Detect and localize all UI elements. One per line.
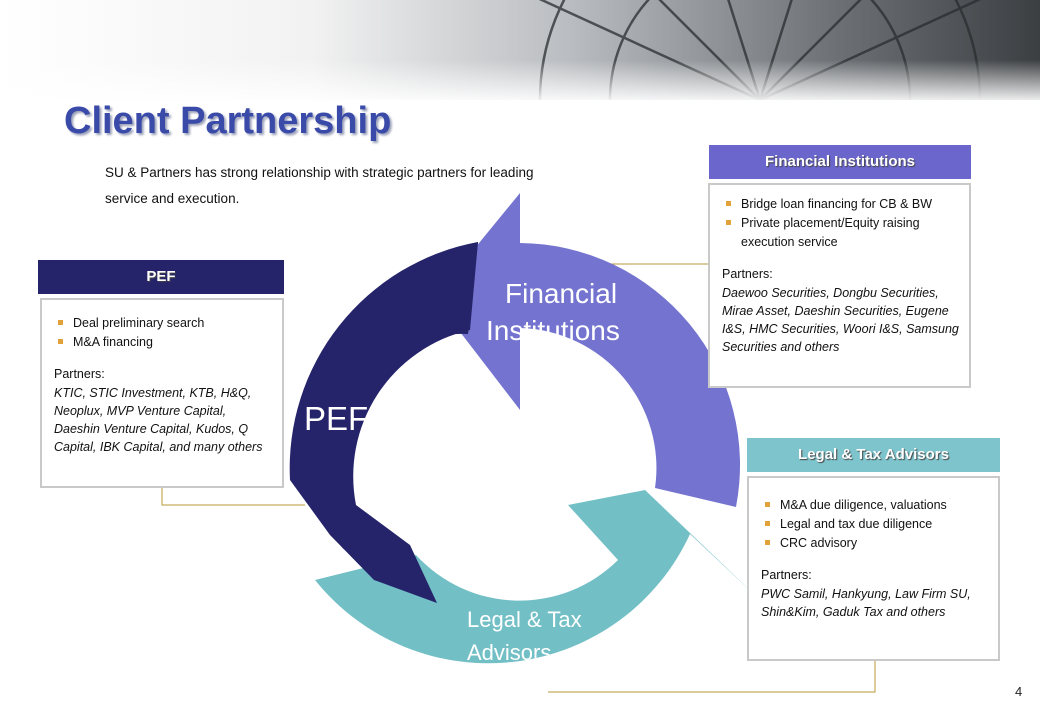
legal-arrow — [315, 490, 758, 664]
legal-panel-header: Legal & Tax Advisors — [747, 438, 1000, 472]
financial-bullet: Bridge loan financing for CB & BW — [722, 195, 963, 214]
legal-partners-list: PWC Samil, Hankyung, Law Firm SU, Shin&K… — [761, 587, 971, 619]
pef-connector-line — [161, 487, 305, 506]
pef-bullet: Deal preliminary search — [54, 314, 272, 333]
legal-partners-label: Partners: — [761, 568, 812, 582]
financial-partners-label: Partners: — [722, 267, 773, 281]
cycle-label-financial-1: Financial — [505, 278, 617, 309]
financial-arrow — [434, 193, 741, 507]
legal-connector-line — [548, 660, 876, 693]
legal-bullets: M&A due diligence, valuations Legal and … — [761, 496, 990, 553]
legal-panel: M&A due diligence, valuations Legal and … — [747, 476, 1000, 661]
pef-bullets: Deal preliminary search M&A financing — [54, 314, 272, 352]
pef-arrow-head — [289, 242, 478, 603]
financial-bullet: Private placement/Equity raising executi… — [722, 214, 963, 252]
pef-bullet: M&A financing — [54, 333, 272, 352]
page-number: 4 — [1015, 684, 1023, 699]
financial-partners-list: Daewoo Securities, Dongbu Securities, Mi… — [722, 286, 959, 354]
pef-partners-label: Partners: — [54, 367, 105, 381]
financial-panel-header: Financial Institutions — [709, 145, 971, 179]
pef-partners-list: KTIC, STIC Investment, KTB, H&Q, Neoplux… — [54, 386, 263, 454]
financial-panel: Bridge loan financing for CB & BW Privat… — [708, 183, 971, 388]
cycle-label-legal-2: Advisors — [467, 640, 551, 665]
header-banner — [0, 0, 1040, 100]
cycle-label-pef: PEF — [304, 400, 368, 437]
pef-panel: Deal preliminary search M&A financing Pa… — [40, 298, 284, 488]
legal-bullet: M&A due diligence, valuations — [761, 496, 990, 515]
page-subtitle: SU & Partners has strong relationship wi… — [105, 165, 534, 206]
page-title: Client Partnership — [64, 100, 392, 142]
legal-bullet: Legal and tax due diligence — [761, 515, 990, 534]
pef-panel-header: PEF — [38, 260, 284, 294]
cycle-label-legal-1: Legal & Tax — [467, 607, 582, 632]
financial-bullets: Bridge loan financing for CB & BW Privat… — [722, 195, 963, 252]
legal-bullet: CRC advisory — [761, 534, 990, 553]
cycle-label-financial-2: Institutions — [486, 315, 620, 346]
